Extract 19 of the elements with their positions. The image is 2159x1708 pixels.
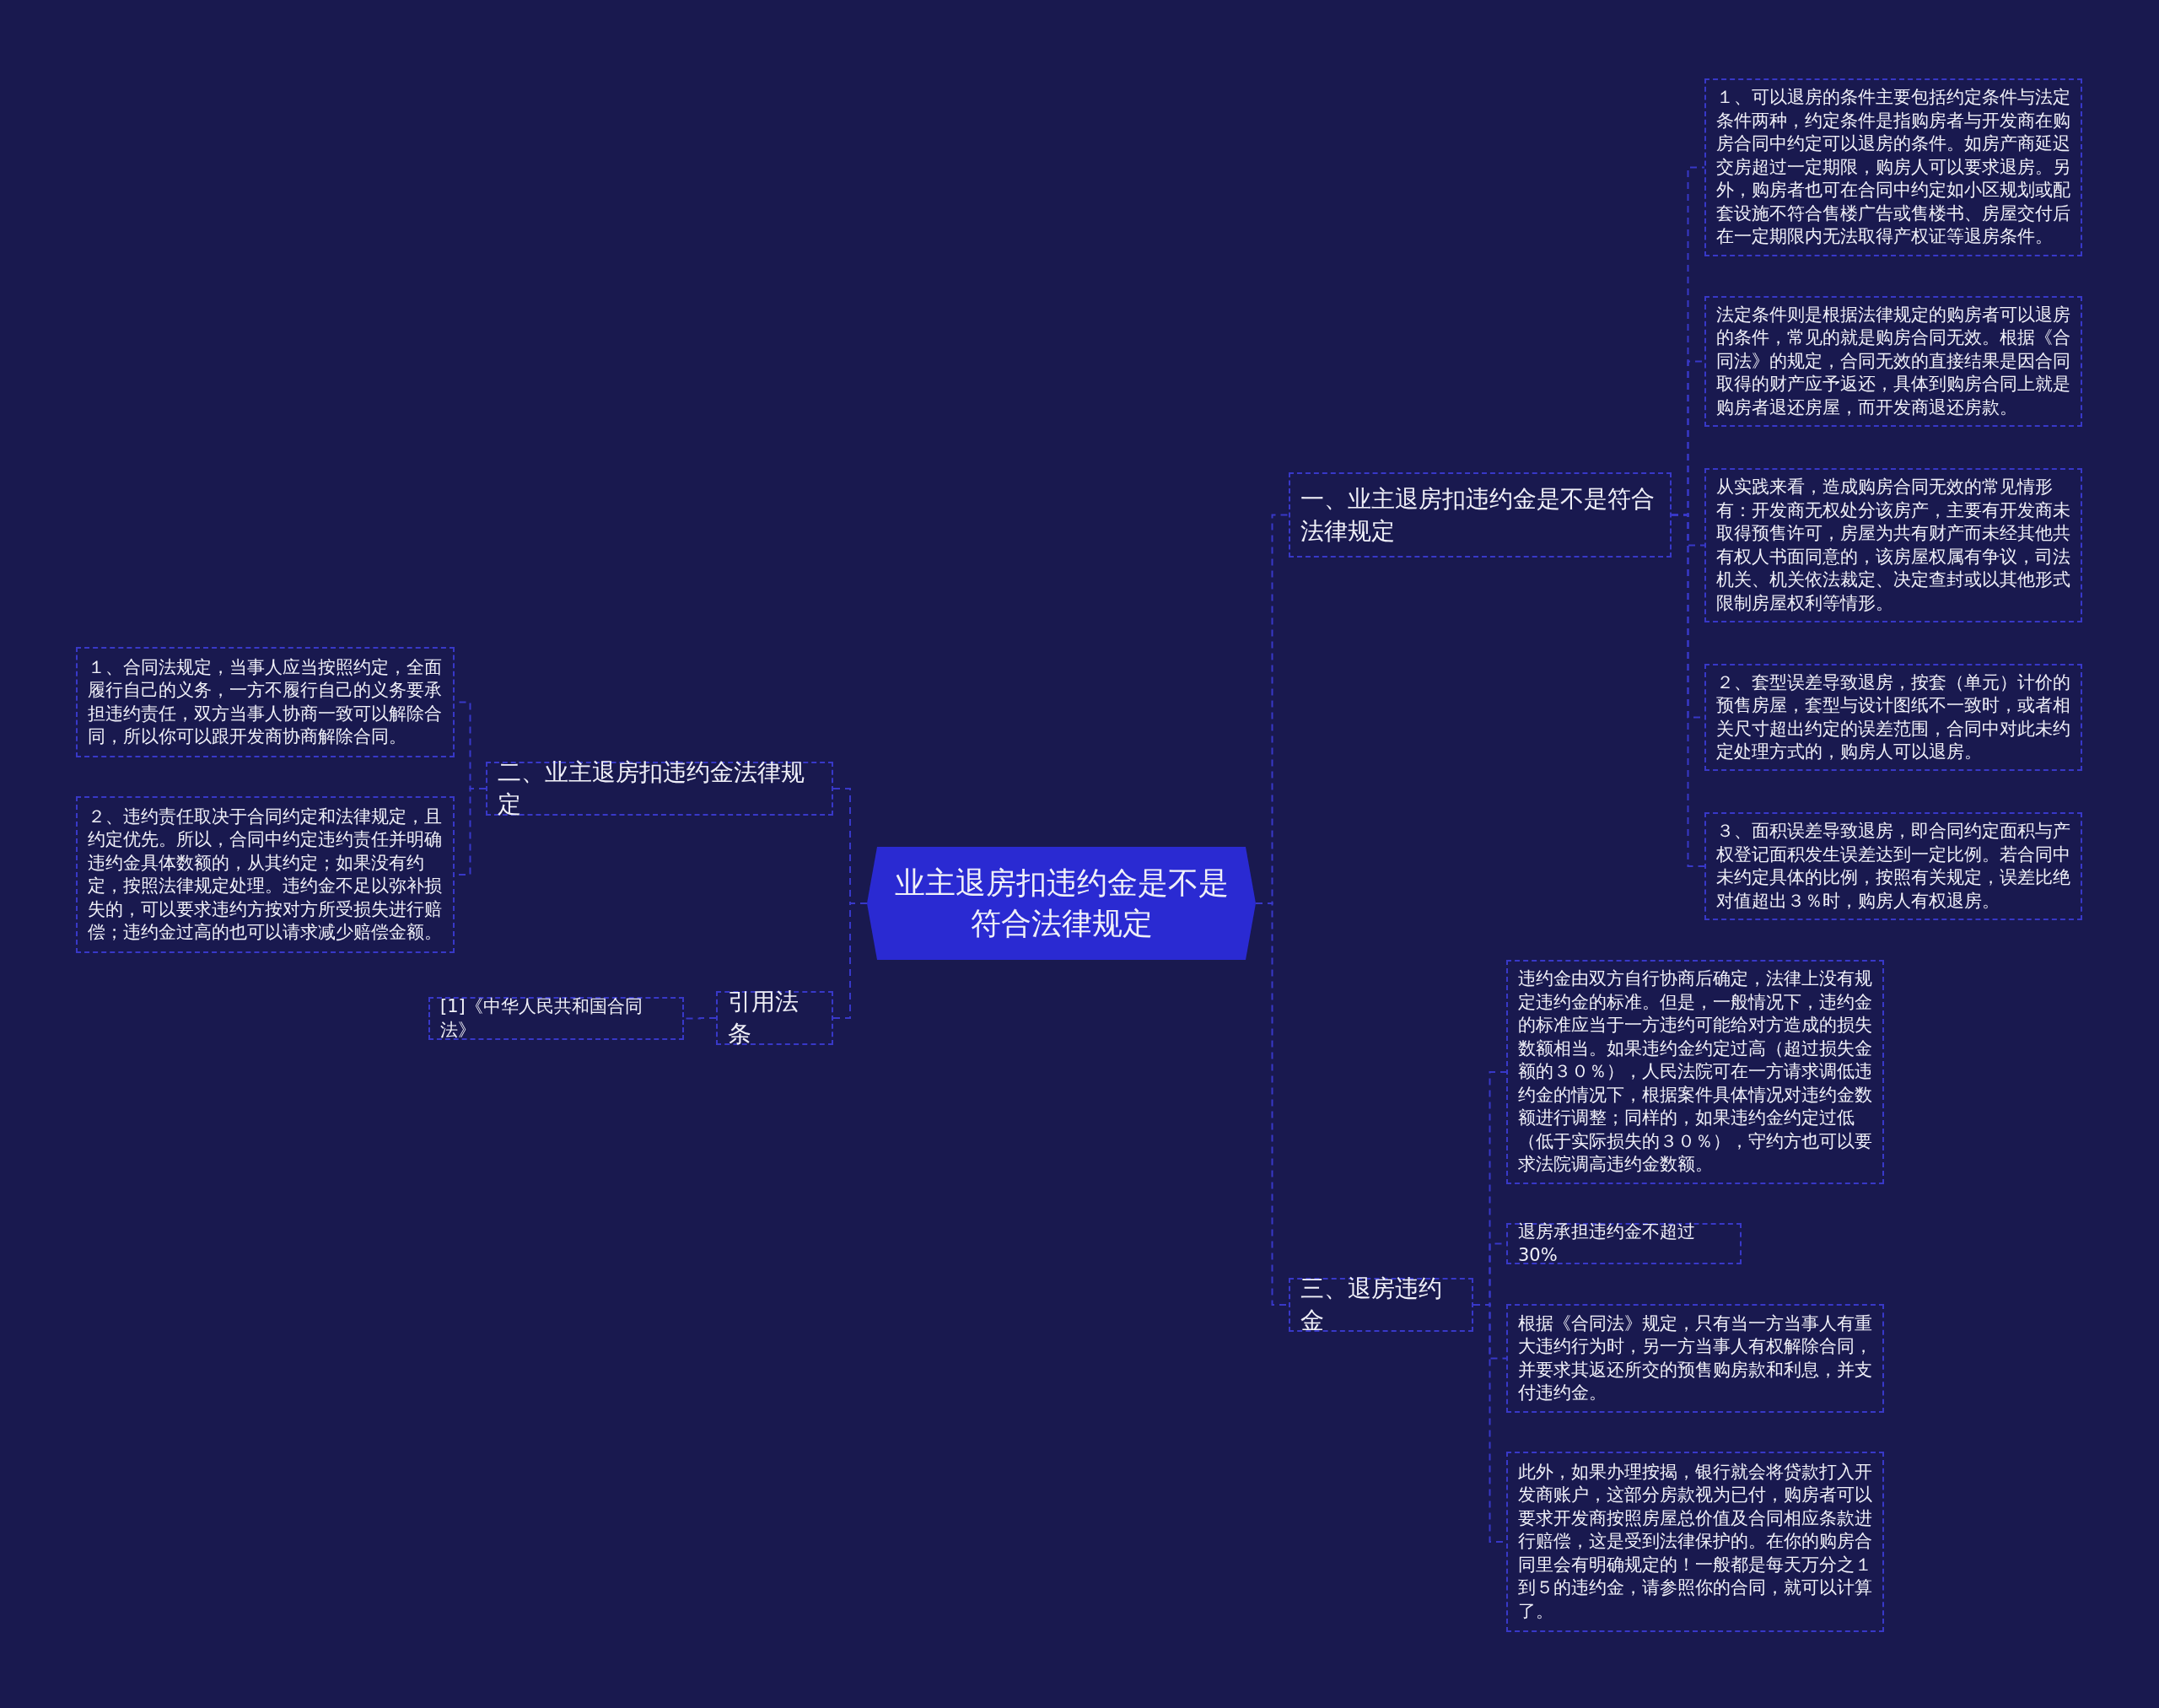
central-topic: 业主退房扣违约金是不是符合法律规定 xyxy=(867,847,1256,960)
note-box: ２、违约责任取决于合同约定和法律规定，且约定优先。所以，合同中约定违约责任并明确违约金具体数额的，从其约定；如果没有约定，按照法律规定处理。违约金不足以弥补损失的，可以要求违约方按对方所受损失进行赔偿；违约金过高的也可以请求减少赔偿金额。 xyxy=(76,796,455,953)
note-box: 此外，如果办理按揭，银行就会将贷款打入开发商账户，这部分房款视为已付，购房者可以要求开发商按照房屋总价值及合同相应条款进行赔偿，这是受到法律保护的。在你的购房合同里会有明确规定的！一般都是每天万分之１到５的违约金，请参照你的合同，就可以计算了。 xyxy=(1506,1452,1884,1632)
topic-box: 引用法条 xyxy=(716,991,833,1045)
topic-box: 二、业主退房扣违约金法律规定 xyxy=(486,762,833,816)
topic-box: 一、业主退房扣违约金是不是符合法律规定 xyxy=(1289,472,1672,558)
note-box: 退房承担违约金不超过30% xyxy=(1506,1223,1742,1264)
topic-box: 三、退房违约金 xyxy=(1289,1278,1473,1332)
note-box: 根据《合同法》规定，只有当一方当事人有重大违约行为时，另一方当事人有权解除合同，并要求其返还所交的预售购房款和利息，并支付违约金。 xyxy=(1506,1304,1884,1413)
note-box: ２、套型误差导致退房，按套（单元）计价的预售房屋，套型与设计图纸不一致时，或者相关尺寸超出约定的误差范围，合同中对此未约定处理方式的，购房人可以退房。 xyxy=(1704,664,2082,771)
note-box: １、合同法规定，当事人应当按照约定，全面履行自己的义务，一方不履行自己的义务要承担违约责任，双方当事人协商一致可以解除合同，所以你可以跟开发商协商解除合同。 xyxy=(76,647,455,757)
connector-line xyxy=(1671,514,1705,867)
note-box: 违约金由双方自行协商后确定，法律上没有规定违约金的标准。但是，一般情况下，违约金的标准应当于一方违约可能给对方造成的损失数额相当。如果违约金约定过高（超过损失金额的３０％），人民法院可在一方请求调低违约金的情况下，根据案件具体情况对违约金数额进行调整；同样的，如果违约金约定过低（低于实际损失的３０％），守约方也可以要求法院调高违约金数额。 xyxy=(1506,960,1884,1184)
note-box: １、可以退房的条件主要包括约定条件与法定条件两种，约定条件是指购房者与开发商在购房合同中约定可以退房的条件。如房产商延迟交房超过一定期限，购房人可以要求退房。另外，购房者也可在合同中约定如小区规划或配套设施不符合售楼广告或售楼书、房屋交付后在一定期限内无法取得产权证等退房条件。 xyxy=(1704,78,2082,256)
note-box: ３、面积误差导致退房，即合同约定面积与产权登记面积发生误差达到一定比例。若合同中未约定具体的比例，按照有关规定，误差比绝对值超出３％时，购房人有权退房。 xyxy=(1704,812,2082,920)
note-box: 从实践来看，造成购房合同无效的常见情形有：开发商无权处分该房产，主要有开发商未取得预售许可，房屋为共有财产而未经其他共有权人书面同意的，该房屋权属有争议，司法机关、机关依法裁定、决定查封或以其他形式限制房屋权利等情形。 xyxy=(1704,468,2082,622)
note-box: [1]《中华人民共和国合同法》 xyxy=(428,997,684,1040)
connector-line xyxy=(832,902,868,1019)
note-box: 法定条件则是根据法律规定的购房者可以退房的条件，常见的就是购房合同无效。根据《合同法》的规定，合同无效的直接结果是因合同取得的财产应予返还，具体到购房合同上就是购房者退还房屋，而开发商退还房款。 xyxy=(1704,296,2082,427)
